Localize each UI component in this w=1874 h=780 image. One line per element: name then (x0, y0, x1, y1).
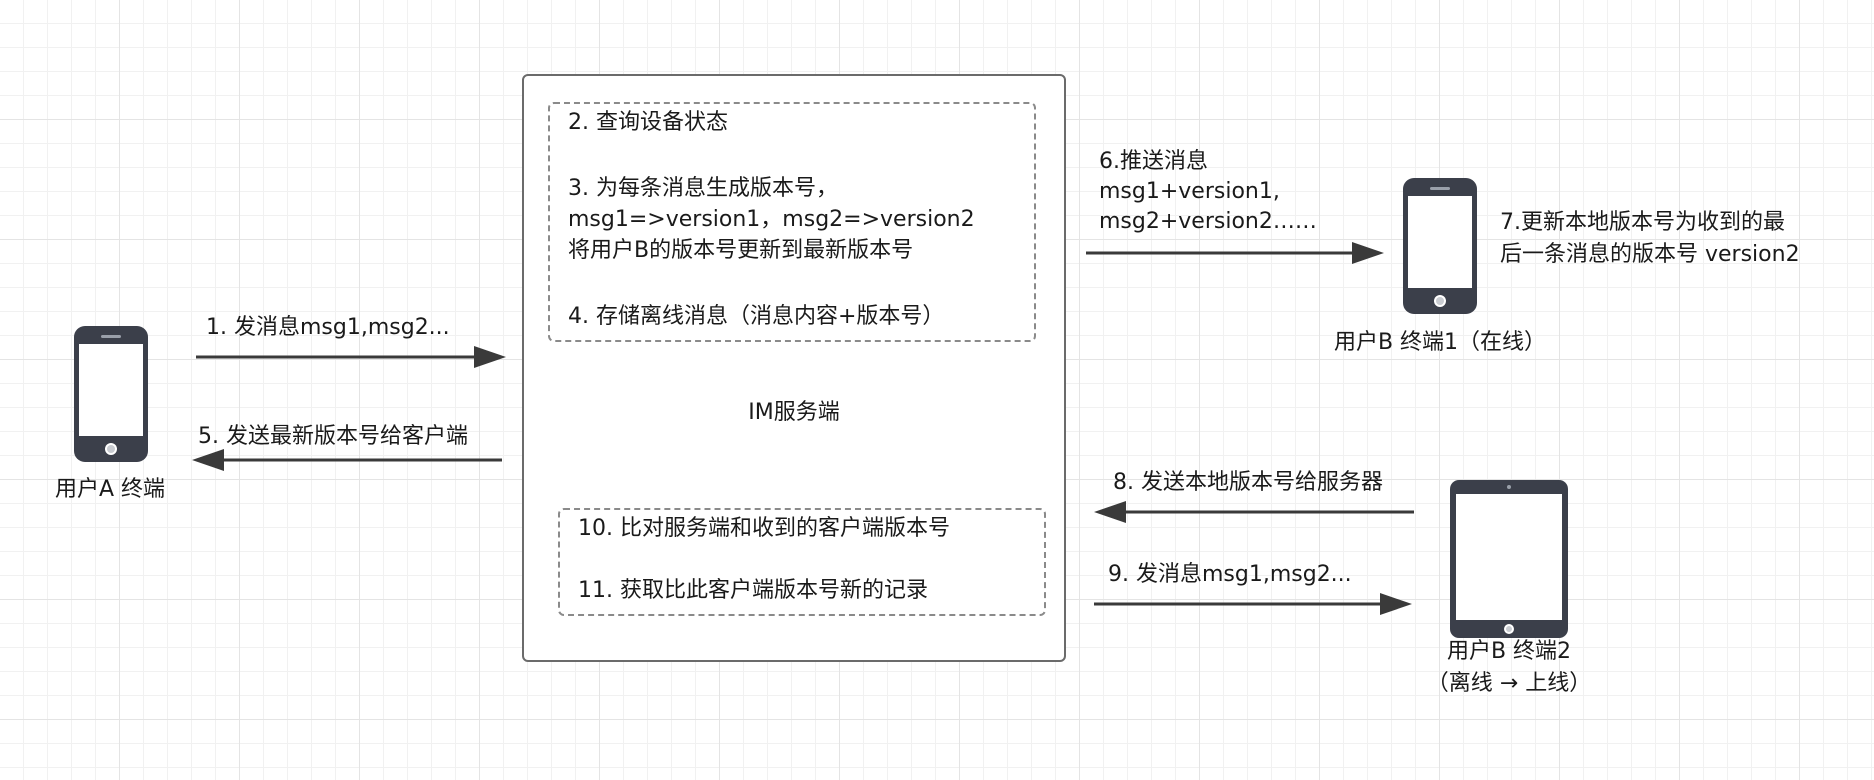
arrowhead-step6 (1352, 242, 1384, 264)
step4-text: 4. 存储离线消息（消息内容+版本号） (568, 304, 945, 329)
user-b2-tablet-icon (1450, 480, 1568, 638)
step3-text-line1: 3. 为每条消息生成版本号， (568, 176, 838, 201)
im-server-label: IM服务端 (748, 400, 840, 425)
arrow-step6-label-line1: 6.推送消息 (1099, 149, 1208, 174)
user-a-phone-icon (74, 326, 148, 462)
arrow-step6-label-line2: msg1+version1, (1099, 179, 1280, 204)
user-b1-phone-icon (1403, 178, 1477, 314)
step3-text-line2: msg1=>version1，msg2=>version2 (568, 207, 975, 232)
step2-text: 2. 查询设备状态 (568, 110, 728, 135)
arrowhead-step1 (474, 346, 506, 368)
step11-text: 11. 获取比此客户端版本号新的记录 (578, 578, 928, 603)
user-b2-label-line1: 用户B 终端2 (1446, 639, 1572, 664)
step7-note-line1: 7.更新本地版本号为收到的最 (1500, 210, 1785, 235)
step10-text: 10. 比对服务端和收到的客户端版本号 (578, 516, 950, 541)
step3-text-line3: 将用户B的版本号更新到最新版本号 (568, 238, 914, 263)
user-b1-label: 用户B 终端1（在线） (1333, 330, 1547, 355)
arrowhead-step8 (1094, 501, 1126, 523)
server-steps-group-top: 2. 查询设备状态 3. 为每条消息生成版本号， msg1=>version1，… (548, 102, 1036, 342)
arrow-step5-label: 5. 发送最新版本号给客户端 (198, 424, 468, 449)
user-b2-label-line2: （离线 → 上线） (1426, 671, 1592, 696)
step7-note-line2: 后一条消息的版本号 version2 (1500, 242, 1800, 267)
arrow-step6-label-line3: msg2+version2…… (1099, 209, 1317, 234)
arrow-step8-label: 8. 发送本地版本号给服务器 (1113, 470, 1383, 495)
server-steps-group-bottom: 10. 比对服务端和收到的客户端版本号 11. 获取比此客户端版本号新的记录 (558, 508, 1046, 616)
arrowhead-step5 (192, 449, 224, 471)
arrow-step9-label: 9. 发消息msg1,msg2... (1108, 562, 1352, 587)
arrowhead-step9 (1380, 593, 1412, 615)
user-a-label: 用户A 终端 (54, 477, 166, 502)
im-server-box: 2. 查询设备状态 3. 为每条消息生成版本号， msg1=>version1，… (522, 74, 1066, 662)
arrow-step1-label: 1. 发消息msg1,msg2... (206, 315, 450, 340)
